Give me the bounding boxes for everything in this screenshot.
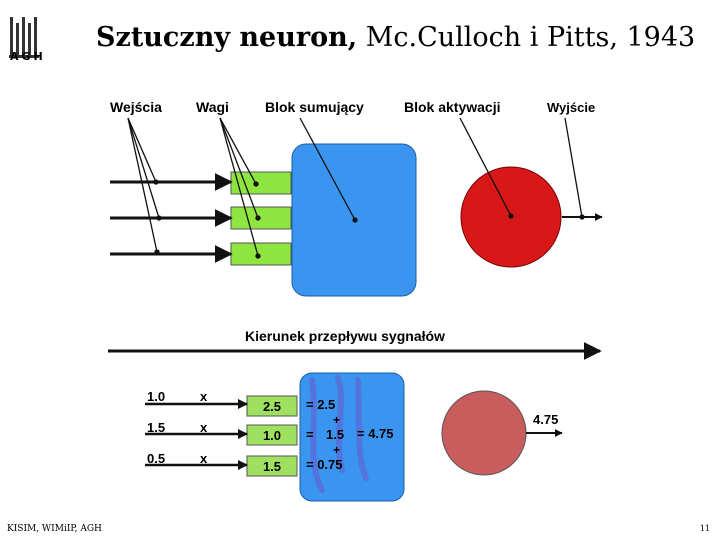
example-sum-plus-1: + bbox=[333, 413, 340, 427]
pointer-lines-inputs bbox=[127, 117, 162, 255]
pointer-lines-weights bbox=[219, 117, 261, 259]
example-input-3: 0.5 bbox=[147, 451, 165, 466]
example-activation-circle bbox=[441, 390, 527, 476]
example-output-value: 4.75 bbox=[533, 412, 558, 427]
title-bold: Sztuczny neuron, bbox=[96, 22, 358, 53]
label-weights: Wagi bbox=[196, 99, 229, 115]
example-times-1: x bbox=[200, 389, 208, 404]
page-number: 11 bbox=[699, 524, 710, 533]
pointer-line-output bbox=[564, 117, 585, 220]
logo-text: AGH bbox=[10, 50, 46, 63]
weight-box-3 bbox=[230, 242, 292, 266]
example-sum-term-3: = 0.75 bbox=[306, 457, 343, 472]
example-sum-block bbox=[299, 372, 405, 502]
footer-affiliation: KISIM, WIMiIP, AGH bbox=[7, 524, 102, 534]
example-sum-result: = 4.75 bbox=[357, 426, 394, 441]
example-weight-2: 1.0 bbox=[263, 428, 281, 443]
pointer-line-activation bbox=[459, 117, 514, 219]
example-sum-term-1: = 2.5 bbox=[306, 397, 335, 412]
agh-logo-icon bbox=[9, 17, 39, 58]
handwritten-mark-icon bbox=[309, 375, 369, 493]
flow-label: Kierunek przepływu sygnałów bbox=[245, 328, 445, 344]
example-sum-term-2: 1.5 bbox=[326, 427, 344, 442]
label-inputs: Wejścia bbox=[110, 99, 162, 115]
pointer-line-sum bbox=[299, 117, 358, 223]
example-sum-mid-eq: = bbox=[306, 427, 314, 442]
label-activation-block: Blok aktywacji bbox=[404, 99, 501, 115]
example-times-2: x bbox=[200, 420, 208, 435]
label-output: Wyjście bbox=[547, 100, 595, 115]
label-sum-block: Blok sumujący bbox=[265, 99, 364, 115]
weight-box-2 bbox=[230, 206, 292, 230]
page-title: Sztuczny neuron, Mc.Culloch i Pitts, 194… bbox=[96, 22, 695, 53]
title-rest: Mc.Culloch i Pitts, 1943 bbox=[357, 22, 696, 53]
example-input-1: 1.0 bbox=[147, 389, 165, 404]
example-input-2: 1.5 bbox=[147, 420, 165, 435]
example-weight-3: 1.5 bbox=[263, 459, 281, 474]
example-times-3: x bbox=[200, 451, 208, 466]
example-weight-1: 2.5 bbox=[263, 399, 281, 414]
example-sum-plus-2: + bbox=[333, 443, 340, 457]
